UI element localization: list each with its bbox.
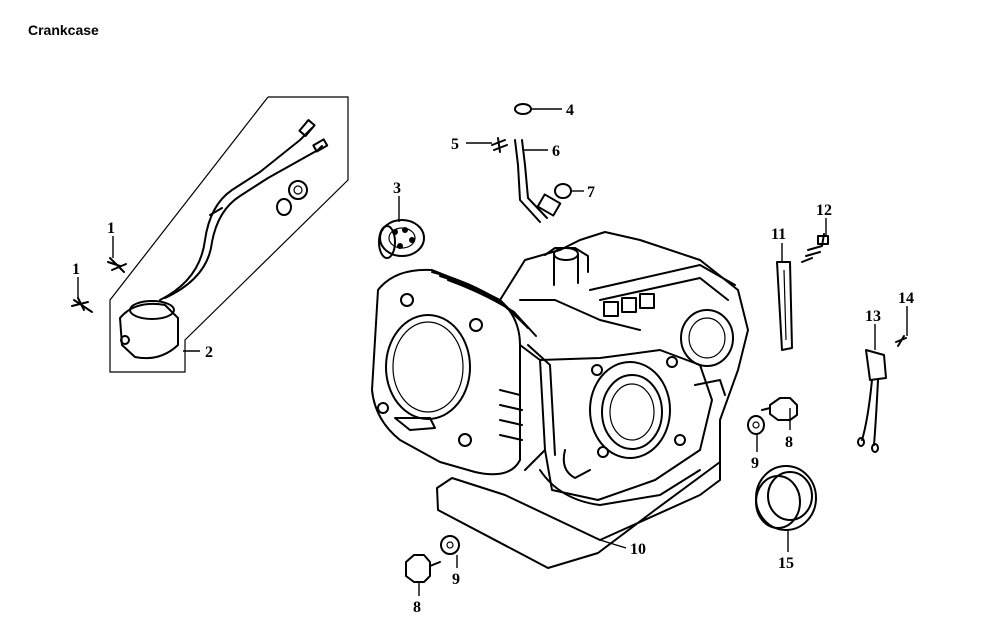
part-drain-plug-right xyxy=(747,397,798,435)
callout-10: 10 xyxy=(630,541,646,558)
part-oil-switch xyxy=(857,335,907,453)
callout-8: 8 xyxy=(413,599,421,616)
part-bolt-1 xyxy=(71,257,127,313)
diagram-title: Crankcase xyxy=(28,22,99,38)
part-drain-plug-bottom xyxy=(405,535,460,583)
part-bolt-12 xyxy=(801,233,829,263)
callout-9: 9 xyxy=(452,571,460,588)
part-oil-seal xyxy=(755,465,817,531)
callout-6: 6 xyxy=(552,143,560,160)
part-bearing xyxy=(378,219,425,259)
part-dipstick xyxy=(776,261,793,351)
callout-15: 15 xyxy=(778,555,794,572)
callout-2: 2 xyxy=(205,344,213,361)
callout-13: 13 xyxy=(865,308,881,325)
callout-12: 12 xyxy=(816,202,832,219)
callout-numbers: 1 1 2 3 4 5 6 7 8 8 9 9 10 11 12 13 14 1… xyxy=(72,102,914,616)
callout-8: 8 xyxy=(785,434,793,451)
callout-9: 9 xyxy=(751,455,759,472)
part-breather xyxy=(491,103,572,223)
callout-7: 7 xyxy=(587,184,595,201)
callout-4: 4 xyxy=(566,102,574,119)
callout-1: 1 xyxy=(72,261,80,278)
callout-14: 14 xyxy=(898,290,914,307)
callout-lines xyxy=(77,108,908,596)
part-oil-alert-inset xyxy=(109,96,349,373)
part-crankcase xyxy=(371,231,749,569)
callout-11: 11 xyxy=(771,226,786,243)
callout-5: 5 xyxy=(451,136,459,153)
callout-3: 3 xyxy=(393,180,401,197)
callout-1: 1 xyxy=(107,220,115,237)
